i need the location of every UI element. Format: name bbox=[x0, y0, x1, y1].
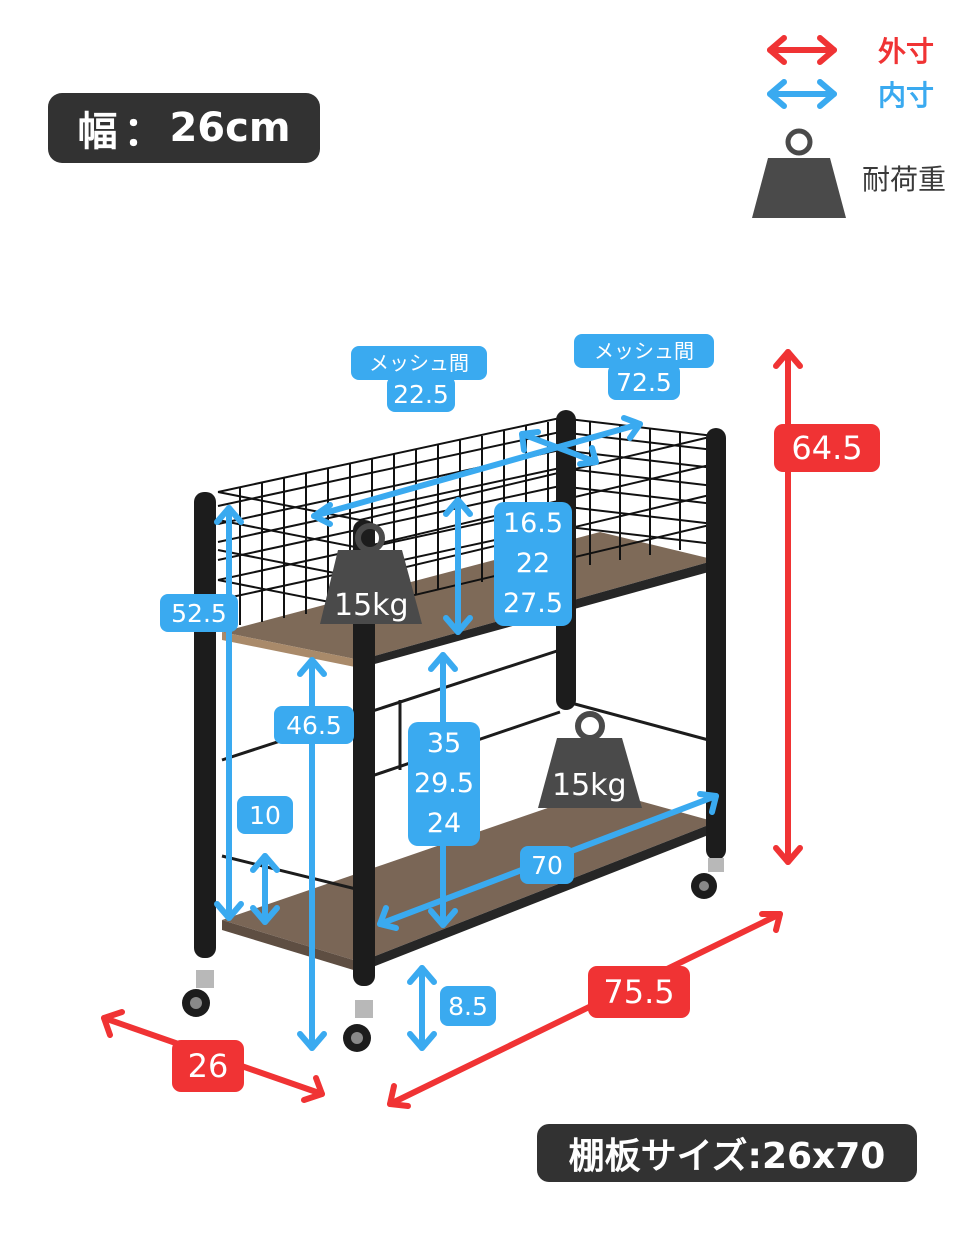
legend-inner-label: 内寸 bbox=[878, 79, 935, 112]
lower-shelf-load: 15kg bbox=[552, 768, 627, 803]
upper-shelf bbox=[222, 532, 716, 660]
upper-shelf-load: 15kg bbox=[334, 588, 409, 623]
shelf-gap-2: 29.5 bbox=[413, 768, 475, 799]
weight-icons bbox=[320, 523, 642, 808]
lower-shelf bbox=[222, 790, 716, 962]
basket-depth-3: 27.5 bbox=[502, 588, 564, 619]
basket-depth-2: 22 bbox=[515, 548, 551, 579]
mesh-tag-value: 72.5 bbox=[608, 364, 680, 400]
mesh-tag-value: 22.5 bbox=[387, 376, 455, 412]
lower-shelf-width-tag: 70 bbox=[520, 846, 574, 884]
upper-shelf-height-tag: 46.5 bbox=[274, 706, 354, 744]
mesh-tag-title: メッシュ間 bbox=[351, 346, 487, 380]
width-badge-sep: ： bbox=[123, 109, 164, 155]
weight-icon bbox=[752, 128, 846, 218]
width-badge: 幅 ： 26cm bbox=[48, 93, 320, 163]
shelf-gap-1: 35 bbox=[426, 728, 462, 759]
outer-height-tag: 64.5 bbox=[774, 424, 880, 472]
outer-dimension-arrow-icon bbox=[767, 35, 837, 65]
outer-depth-tag: 26 bbox=[172, 1040, 244, 1092]
mesh-tag-title: メッシュ間 bbox=[574, 334, 714, 368]
shelf-gap-3: 24 bbox=[426, 808, 462, 839]
shelf-size-badge: 棚板サイズ:26x70 bbox=[537, 1124, 917, 1182]
shelf-size-label: 棚板サイズ:26x70 bbox=[568, 1136, 886, 1177]
rail-height-tag: 10 bbox=[237, 796, 293, 834]
floor-clearance-tag: 8.5 bbox=[440, 986, 496, 1026]
outer-width-tag: 75.5 bbox=[588, 966, 690, 1018]
left-post-height-tag: 52.5 bbox=[160, 594, 238, 632]
inner-dimension-arrow-icon bbox=[767, 79, 837, 109]
shelf-gap-stack: 35 29.5 24 bbox=[408, 722, 480, 846]
basket-depth-stack: 16.5 22 27.5 bbox=[494, 502, 572, 626]
legend-load-label: 耐荷重 bbox=[862, 163, 947, 196]
casters bbox=[182, 858, 724, 1052]
width-badge-value: 26cm bbox=[169, 105, 291, 151]
width-badge-label: 幅 bbox=[77, 109, 118, 155]
basket-depth-1: 16.5 bbox=[502, 508, 564, 539]
legend-outer-label: 外寸 bbox=[878, 35, 935, 68]
